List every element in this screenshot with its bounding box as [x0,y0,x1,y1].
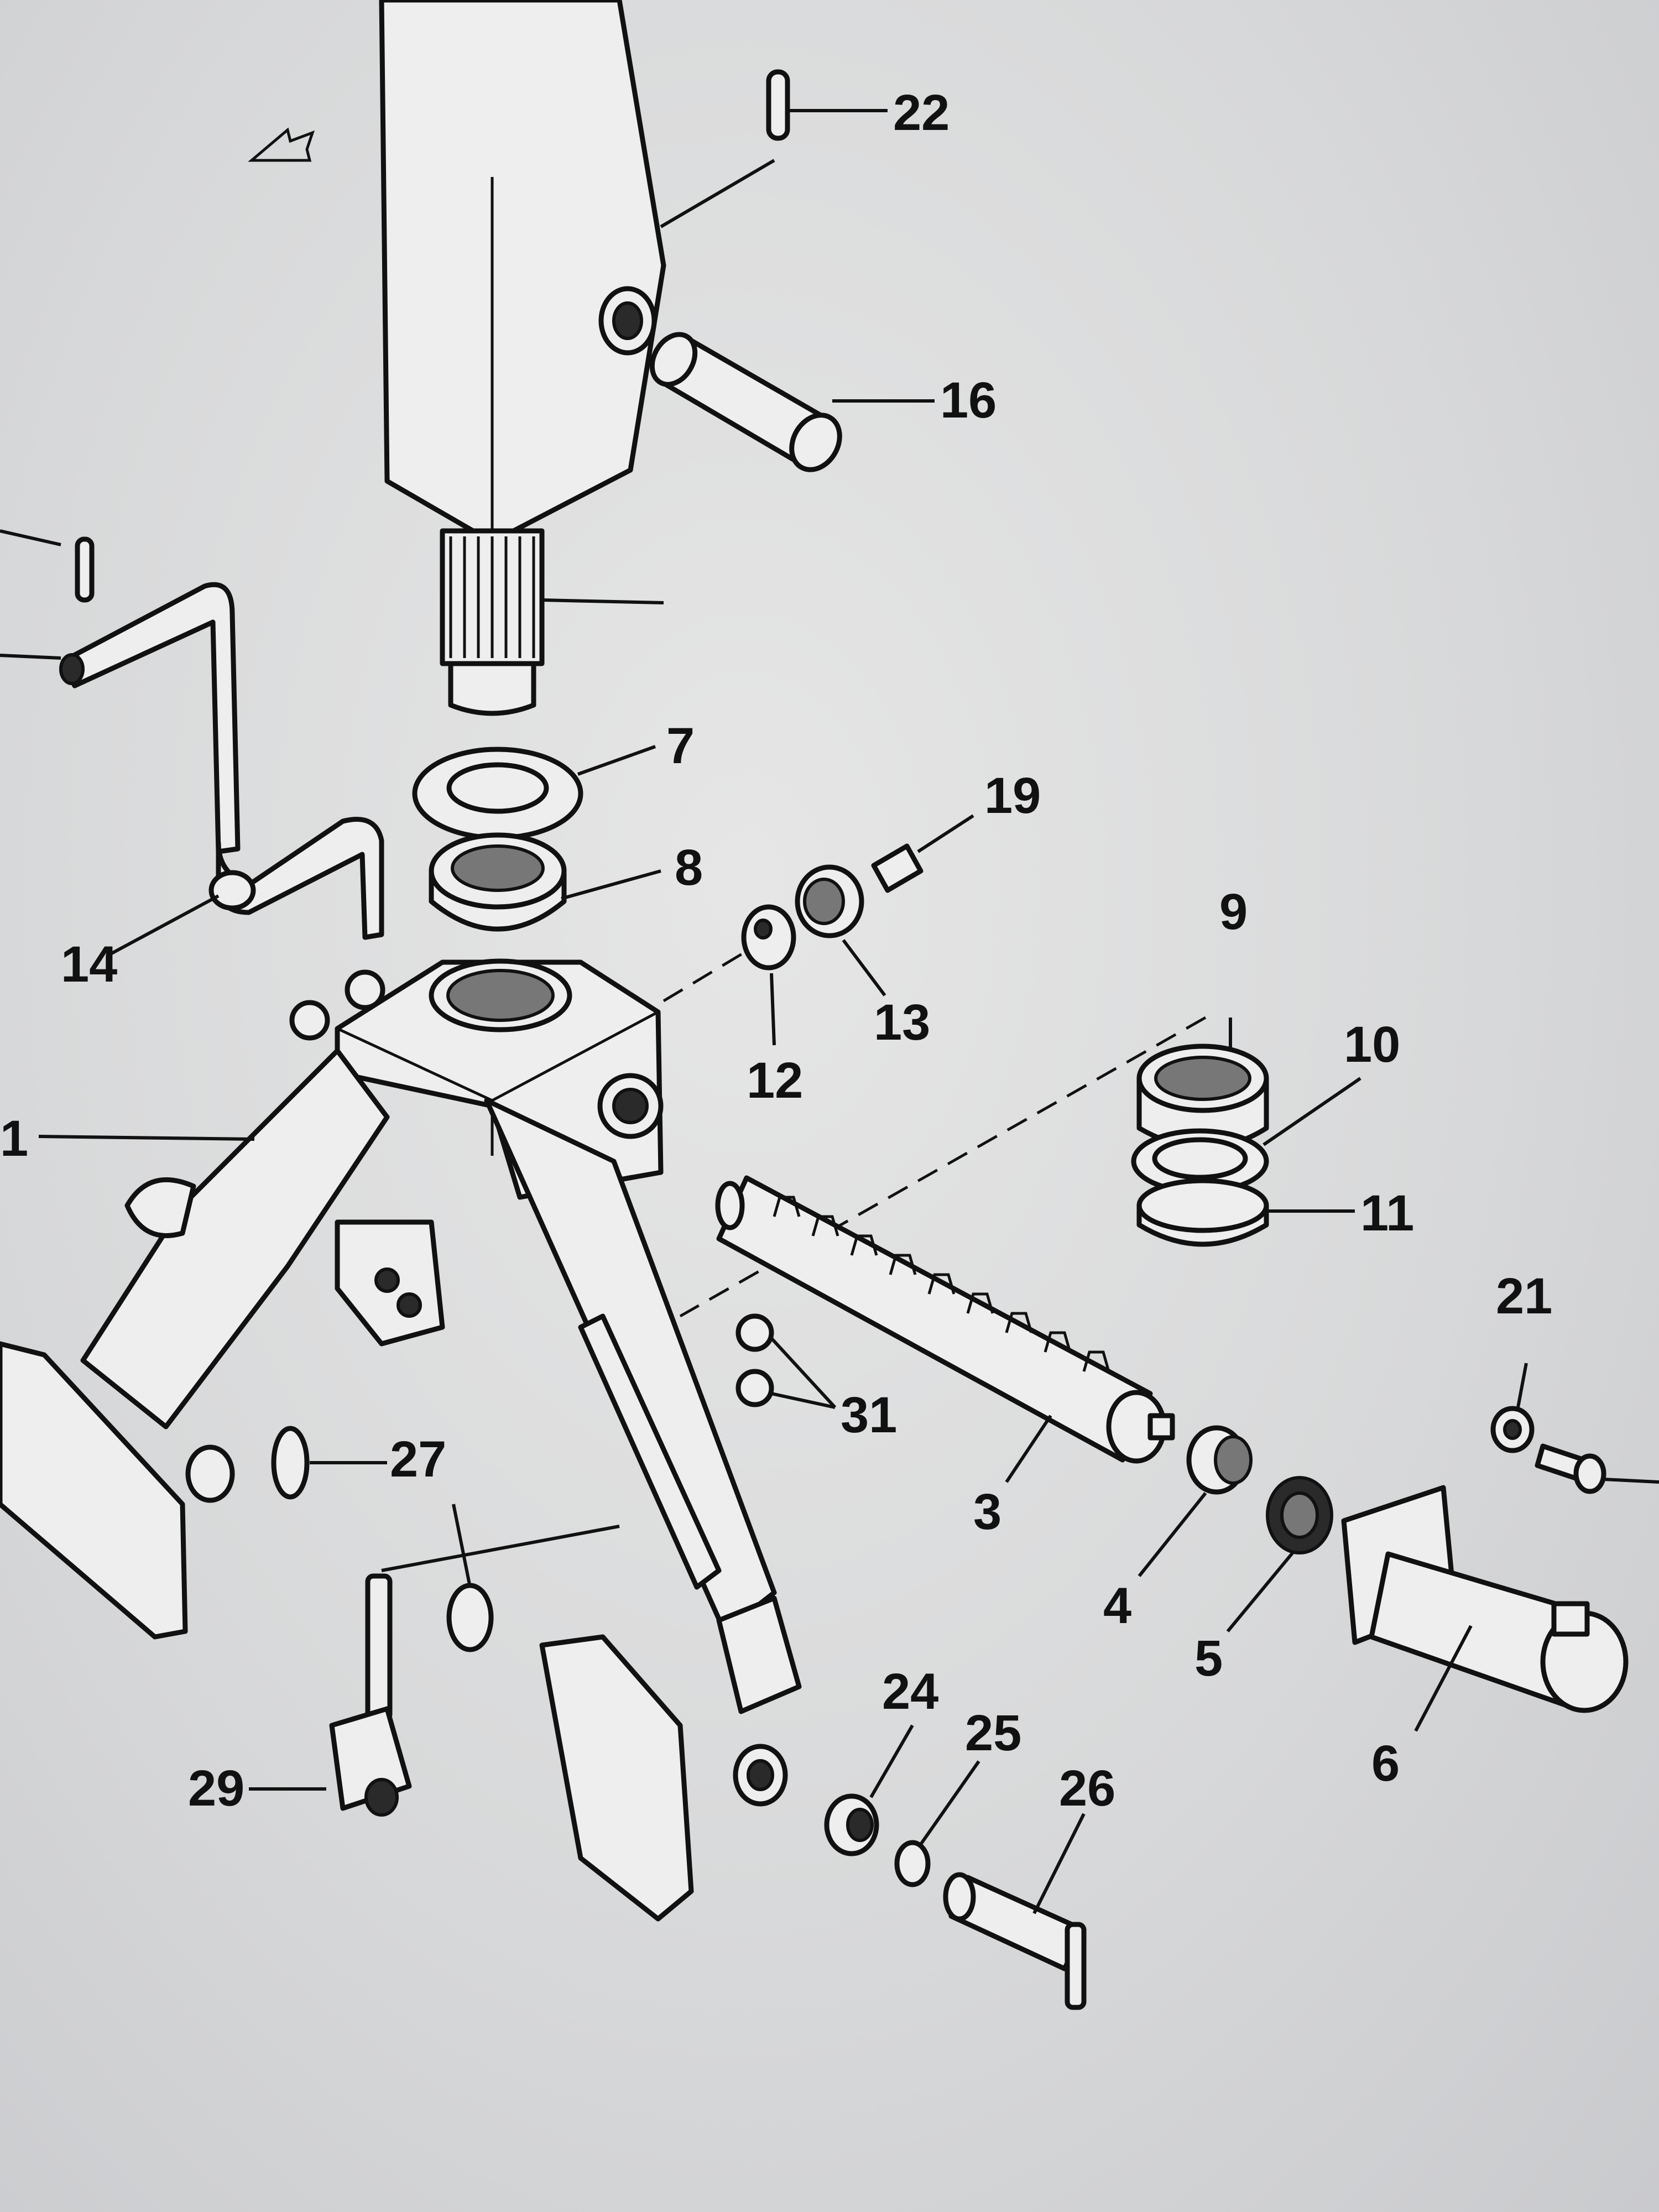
bearing-9 [1136,1018,1269,1150]
callout-9: 9 [1219,884,1248,940]
lynch-pin [446,1504,494,1652]
callout-21: 21 [1496,1268,1552,1324]
callout-7: 7 [666,718,695,774]
callout-31: 31 [841,1387,897,1443]
callout-11: 11 [1360,1185,1414,1241]
direction-arrow-icon [248,127,315,162]
washer-25 [894,1760,980,1887]
tripod-frame [0,958,802,1922]
callout-29: 29 [188,1760,244,1817]
callout-1: 1 [0,1110,28,1167]
callout-8: 8 [675,839,703,896]
callout-14: 14 [61,936,117,993]
grease-nipple-19 [871,814,974,893]
bearing-11 [1136,1178,1355,1247]
callout-24: 24 [882,1663,938,1720]
upper-arm [379,0,666,545]
callout-13: 13 [874,994,930,1051]
bearing-8 [429,832,661,932]
pin-26 [943,1813,1087,2010]
callout-5: 5 [1194,1630,1223,1687]
callout-10: 10 [1344,1016,1400,1073]
washer-21 [1490,1363,1535,1453]
callout-4: 4 [1103,1578,1131,1634]
nut-12 [662,904,796,1046]
callout-6: 6 [1371,1735,1400,1792]
bolt [1535,1443,1659,1494]
callout-25: 25 [965,1705,1021,1761]
gear-5 [1226,1476,1333,1632]
callout-27: 27 [390,1431,446,1488]
pin-16 [649,332,935,472]
callout-12: 12 [747,1052,803,1109]
callout-labels: 1 3 4 5 6 7 8 9 10 11 12 13 14 16 19 21 … [0,85,1552,1817]
pin-22 [660,69,888,228]
callout-3: 3 [973,1484,1001,1540]
callout-19: 19 [984,768,1041,824]
clip-27 [271,1426,387,1500]
bolt-29 [249,1525,620,1817]
bushing-4 [1138,1425,1253,1577]
bushing-13 [795,864,886,997]
cylinder-6 [1341,1485,1629,1732]
callout-22: 22 [893,85,950,141]
splined-shaft [440,528,664,716]
crank-handle [0,529,384,956]
nuts-31 [735,1313,837,1409]
rack-3 [715,1175,1175,1483]
bushing-24 [824,1724,914,1856]
callout-26: 26 [1059,1760,1115,1817]
callout-16: 16 [940,372,997,429]
washer-7 [412,745,656,841]
